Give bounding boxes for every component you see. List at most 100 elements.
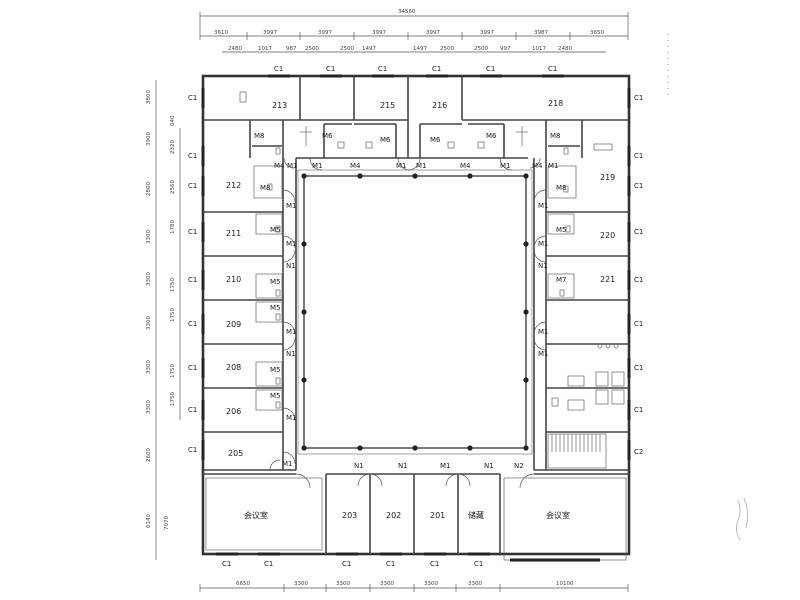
label-c1: C1 xyxy=(274,65,283,73)
dim-bottom-1: 6650 xyxy=(236,581,250,587)
label-c1: C1 xyxy=(188,364,197,372)
room-big-left-outline xyxy=(205,477,323,551)
label-c1: C1 xyxy=(430,560,439,568)
corridor-inner-line xyxy=(297,169,533,455)
label-m1: M1 xyxy=(286,240,297,248)
label-c1: C1 xyxy=(188,276,197,284)
label-n2: N2 xyxy=(514,462,524,470)
label-m1: M1 xyxy=(286,414,297,422)
room-big-right: 会议室 xyxy=(546,510,570,520)
room-203: 203 xyxy=(342,511,357,520)
room-big-left: 会议室 xyxy=(244,510,268,520)
dim-top-1: 3610 xyxy=(214,30,228,36)
label-m1: M1 xyxy=(416,162,427,170)
dim-top2-11: 1017 xyxy=(532,46,546,52)
label-c1: C1 xyxy=(264,560,273,568)
label-m8: M8 xyxy=(260,184,271,192)
label-m1: M1 xyxy=(500,162,511,170)
label-m6: M6 xyxy=(486,132,497,140)
label-c1: C1 xyxy=(548,65,557,73)
bottom-row-walls xyxy=(203,473,629,554)
dim-bottom-3: 3300 xyxy=(336,581,350,587)
label-m6: M6 xyxy=(322,132,333,140)
label-m1: M1 xyxy=(282,460,293,468)
room-208: 208 xyxy=(226,363,241,372)
dim-left-8: 3300 xyxy=(146,400,152,414)
dim-left-in-9: 7070 xyxy=(164,516,170,530)
dim-top-8: 3650 xyxy=(590,30,604,36)
label-m1: M1 xyxy=(286,202,297,210)
dim-left-2: 3900 xyxy=(146,132,152,146)
label-m8: M8 xyxy=(254,132,265,140)
dim-top-4: 3997 xyxy=(372,30,386,36)
room-210: 210 xyxy=(226,275,241,284)
dim-left-in-1: 640 xyxy=(170,115,176,126)
label-m1: M1 xyxy=(287,162,298,170)
dim-bottom-5: 3300 xyxy=(424,581,438,587)
label-n1: N1 xyxy=(484,462,494,470)
label-m7: M7 xyxy=(556,276,567,284)
kitchen-fixtures xyxy=(551,343,625,411)
label-c1: C1 xyxy=(222,560,231,568)
dim-left-in-8: 1750 xyxy=(170,392,176,406)
label-n1: N1 xyxy=(286,262,296,270)
dim-top2-12: 2480 xyxy=(558,46,572,52)
label-m1: M1 xyxy=(312,162,323,170)
label-c1: C1 xyxy=(342,560,351,568)
label-c1: C1 xyxy=(634,320,643,328)
room-small-mid: 储藏 xyxy=(468,510,484,520)
dim-left-in-6: 1750 xyxy=(170,308,176,322)
dim-left-6: 3300 xyxy=(146,316,152,330)
label-m5: M5 xyxy=(270,304,281,312)
dim-top-3: 3997 xyxy=(318,30,332,36)
label-c1: C1 xyxy=(634,94,643,102)
door-labels: M1 M1 M4 M1 M1 M4 M1 M4 M1 M4 M1 M1 N1 M… xyxy=(254,132,567,470)
dim-left-7: 3300 xyxy=(146,360,152,374)
bottom-dimension-lines: 6650 3300 3300 3300 3300 3300 10100 xyxy=(199,581,629,592)
dim-top-7: 3987 xyxy=(534,30,548,36)
label-n1: N1 xyxy=(398,462,408,470)
dim-top2-9: 2500 xyxy=(474,46,488,52)
label-c1: C1 xyxy=(432,65,441,73)
overall-dimension: 34560 xyxy=(398,9,416,15)
label-c1: C1 xyxy=(188,152,197,160)
label-m5: M5 xyxy=(270,392,281,400)
top-dimension-lines: 34560 3610 3997 3997 3997 3997 3997 3987… xyxy=(199,9,629,53)
label-m5: M5 xyxy=(556,226,567,234)
label-c1: C1 xyxy=(486,65,495,73)
label-m6: M6 xyxy=(430,136,441,144)
dim-bottom-6: 3300 xyxy=(468,581,482,587)
left-dimension-lines: 3800 3900 2800 3300 3300 3300 3300 3300 … xyxy=(146,80,181,560)
dim-top2-3: 987 xyxy=(286,46,297,52)
label-m5: M5 xyxy=(270,366,281,374)
label-c1: C1 xyxy=(188,446,197,454)
room-202: 202 xyxy=(386,511,401,520)
label-m1: M1 xyxy=(538,202,549,210)
label-c1: C1 xyxy=(188,182,197,190)
dim-top2-10: 997 xyxy=(500,46,511,52)
dim-top-5: 3997 xyxy=(426,30,440,36)
label-m4: M4 xyxy=(274,162,285,170)
label-c1: C1 xyxy=(634,228,643,236)
room-211: 211 xyxy=(226,229,241,238)
dim-top2-4: 2500 xyxy=(305,46,319,52)
dim-bottom-7: 10100 xyxy=(556,581,574,587)
label-m1: M1 xyxy=(538,240,549,248)
room-205: 205 xyxy=(228,449,243,458)
label-c1: C1 xyxy=(634,406,643,414)
room-201: 201 xyxy=(430,511,445,520)
margin-sketch-marks xyxy=(735,497,749,541)
toilet-fixtures xyxy=(239,91,613,409)
label-m1: M1 xyxy=(396,162,407,170)
label-c1: C1 xyxy=(326,65,335,73)
left-column-walls xyxy=(203,120,297,471)
room-218: 218 xyxy=(548,99,563,108)
label-m4: M4 xyxy=(532,162,543,170)
dim-left-9: 2600 xyxy=(146,448,152,462)
label-c1: C1 xyxy=(188,94,197,102)
label-c1: C1 xyxy=(634,152,643,160)
label-m6: M6 xyxy=(380,136,391,144)
label-c1: C1 xyxy=(634,364,643,372)
window-labels: C1 C1 C1 C1 C1 C1 C1 C1 C1 C1 C1 C1 C1 C… xyxy=(188,65,643,568)
courtyard-outline xyxy=(303,175,527,449)
